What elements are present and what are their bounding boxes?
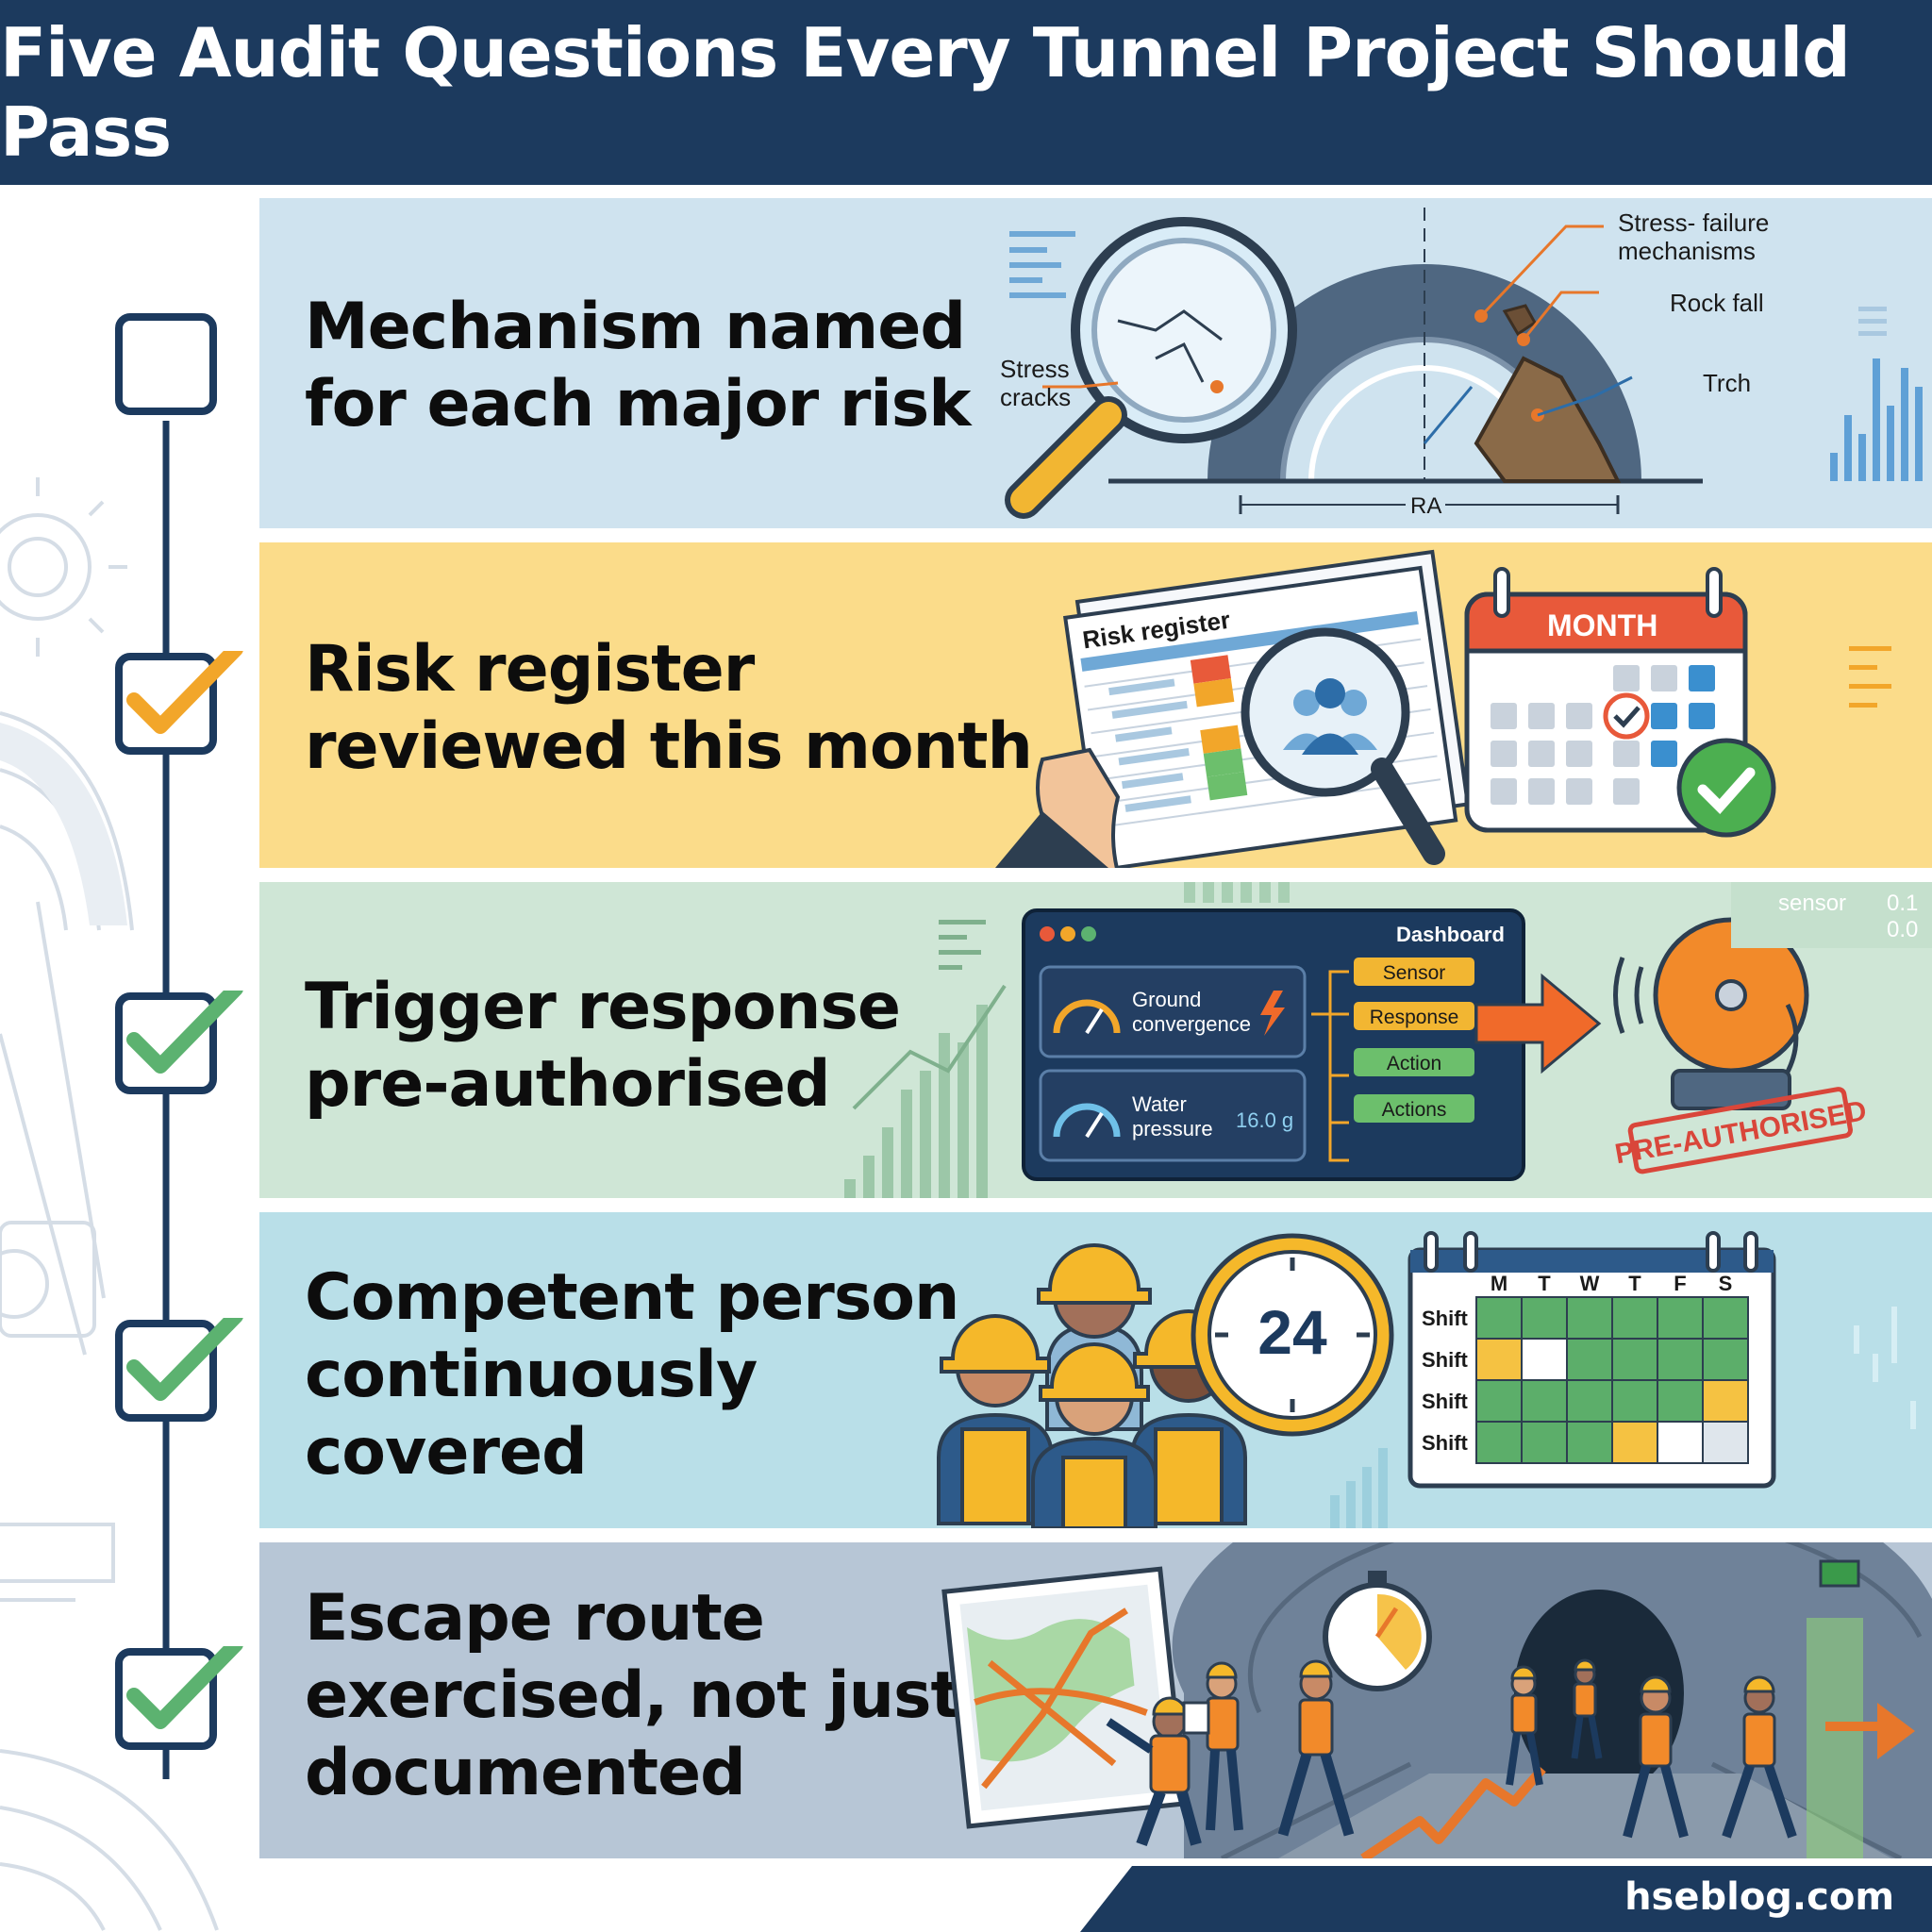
roster-cell [1611,1421,1658,1464]
svg-text:Response: Response [1370,1007,1459,1028]
roster-cell [1521,1379,1568,1423]
footer-url[interactable]: hseblog.com [1624,1875,1894,1919]
roster-row-label: Shift [1422,1431,1469,1455]
roster-day-label: T [1628,1272,1641,1295]
roster-cell [1566,1338,1613,1381]
check-mark-icon [126,1637,243,1729]
svg-text:Action: Action [1387,1053,1441,1074]
svg-text:24: 24 [1257,1297,1327,1367]
roster-cell [1611,1296,1658,1340]
svg-text:Actions: Actions [1382,1099,1447,1121]
roster-cell [1702,1379,1749,1423]
svg-text:Water: Water [1132,1092,1187,1116]
roster-cell [1566,1296,1613,1340]
roster-cell [1657,1379,1704,1423]
roster-cell [1657,1296,1704,1340]
svg-text:sensor: sensor [1778,891,1846,916]
roster-cell [1475,1338,1523,1381]
roster-day-label: S [1719,1272,1733,1295]
svg-text:0.1: 0.1 [1887,891,1918,916]
checkbox-4[interactable] [113,1308,255,1424]
roster-cell [1521,1421,1568,1464]
item-title: Risk register reviewed this month [305,632,1033,784]
roster-cell [1475,1296,1523,1340]
roster-row-label: Shift [1422,1390,1469,1413]
footer-band [259,1866,1932,1932]
roster-row-label: Shift [1422,1307,1469,1330]
svg-text:Sensor: Sensor [1383,962,1446,984]
roster-cell [1611,1379,1658,1423]
svg-text:0.0: 0.0 [1887,917,1918,942]
svg-text:Stress- failure: Stress- failure [1618,208,1769,237]
roster-cell [1657,1338,1704,1381]
roster-cell [1611,1338,1658,1381]
roster-day-label: F [1674,1272,1686,1295]
svg-text:RA: RA [1410,493,1441,519]
item-title: Trigger response pre-authorised [305,970,901,1122]
svg-text:mechanisms: mechanisms [1618,237,1756,265]
audit-item-1: Mechanism named for each major risk Stre… [259,198,1932,528]
roster-cell [1702,1296,1749,1340]
svg-text:Rock fall: Rock fall [1670,289,1764,317]
roster-row-label: Shift [1422,1348,1469,1372]
svg-text:Ground: Ground [1132,988,1201,1011]
checkbox-2[interactable] [113,641,255,757]
svg-text:16.0 g: 16.0 g [1236,1108,1293,1132]
svg-text:Stress: Stress [1000,355,1070,383]
roster-cell [1566,1379,1613,1423]
svg-text:convergence: convergence [1132,1012,1251,1036]
svg-text:MONTH: MONTH [1547,608,1657,642]
item-title: Mechanism named for each major risk [305,290,971,441]
svg-text:pressure: pressure [1132,1117,1213,1141]
item-title: Competent person continuously covered [305,1260,959,1490]
roster-cell [1702,1421,1749,1464]
checklist-timeline [162,421,170,1779]
svg-text:Dashboard: Dashboard [1396,923,1505,946]
audit-item-5: Escape route exercised, not just documen… [259,1542,1932,1858]
risk-register-illustration: Risk register MONTH [995,549,1891,868]
roster-cell [1566,1421,1613,1464]
worker-group [937,1243,1247,1528]
roster-day-label: M [1491,1272,1507,1295]
check-mark-icon [126,1308,243,1401]
page-title: Five Audit Questions Every Tunnel Projec… [0,13,1851,172]
trigger-response-illustration: Dashboard Ground convergence Water press… [844,882,1932,1198]
audit-item-2: Risk register reviewed this month Risk r… [259,542,1932,868]
checkbox-1[interactable] [113,311,219,417]
roster-cell [1521,1296,1568,1340]
audit-item-3: Trigger response pre-authorised Dashboar… [259,882,1932,1198]
checkbox-3[interactable] [113,981,255,1096]
roster-day-label: W [1580,1272,1600,1295]
check-mark-icon [126,641,243,734]
roster-cell [1657,1421,1704,1464]
roster-grid [1475,1296,1749,1464]
svg-text:cracks: cracks [1000,383,1071,411]
checkbox-5[interactable] [113,1637,255,1752]
check-mark-icon [126,981,243,1074]
audit-item-4: Competent person continuously covered [259,1212,1932,1528]
item-title: Escape route exercised, not just documen… [305,1581,961,1810]
left-decoration [0,477,219,1931]
page-header: Five Audit Questions Every Tunnel Projec… [0,0,1932,185]
roster-cell [1702,1338,1749,1381]
svg-text:Trch: Trch [1703,369,1751,397]
roster-day-label: T [1538,1272,1551,1295]
roster-cell [1521,1338,1568,1381]
escape-route-illustration [941,1542,1932,1858]
roster-cell [1475,1379,1523,1423]
roster-cell [1475,1421,1523,1464]
tunnel-mechanism-illustration: Stress cracks Stress- failure mechanisms… [1000,208,1923,519]
